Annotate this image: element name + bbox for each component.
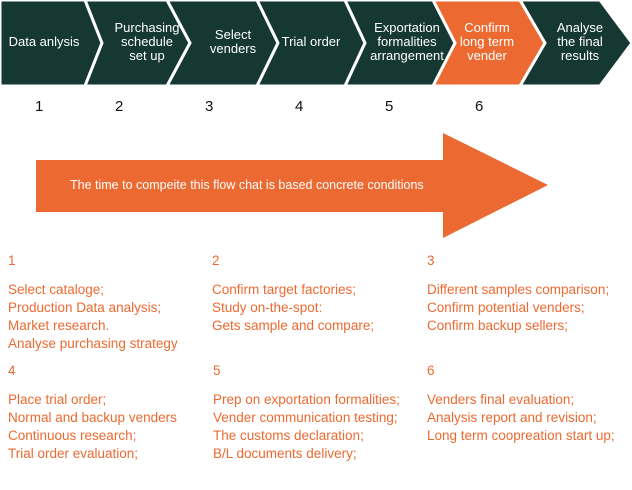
step-number: 5: [385, 98, 394, 115]
step-detail-line: Confirm backup sellers;: [427, 318, 569, 333]
step-detail-line: Gets sample and compare;: [212, 318, 375, 333]
step-detail-line: Different samples comparison;: [427, 282, 610, 297]
step-number: 4: [295, 98, 304, 115]
step-detail-line: B/L documents delivery;: [213, 446, 357, 461]
step-number: 6: [475, 98, 484, 115]
step-detail-line: Market research.: [8, 318, 110, 333]
process-chevron-band: [0, 0, 632, 86]
step-number: 1: [35, 98, 44, 115]
process-step-label: Trial order: [281, 34, 341, 49]
step-detail-line: Analyse purchasing strategy: [8, 336, 178, 351]
step-detail-line: Long term coopreation start up;: [427, 428, 615, 443]
process-step-chevron: [343, 0, 457, 86]
timeline-arrow-shape: [36, 133, 548, 238]
step-detail-number: 5: [213, 363, 221, 378]
step-detail-line: Confirm target factories;: [212, 282, 357, 297]
step-detail-line: Study on-the-spot:: [212, 300, 323, 315]
step-detail-number: 2: [212, 253, 220, 268]
step-detail-line: Vender communication testing;: [213, 410, 398, 425]
step-detail-line: Place trial order;: [8, 392, 107, 407]
step-detail-line: The customs declaration;: [213, 428, 364, 443]
step-detail-line: Normal and backup venders: [8, 410, 177, 425]
step-detail-number: 3: [427, 253, 435, 268]
process-step-label: Select venders: [209, 27, 257, 56]
step-number: 2: [115, 98, 124, 115]
step-detail-number: 6: [427, 363, 435, 378]
process-step-label: Purchasing schedule set up: [114, 20, 180, 63]
process-step-chevron: [165, 0, 280, 86]
step-detail-line: Analysis report and revision;: [427, 410, 597, 425]
step-detail-line: Venders final evaluation;: [427, 392, 575, 407]
step-detail-line: Confirm potential venders;: [427, 300, 585, 315]
process-step-label: Data anlysis: [8, 34, 80, 49]
process-step-label: Confirm long term vender: [459, 20, 515, 63]
process-step-label: Analyse the final results: [556, 20, 604, 63]
step-detail-number: 1: [8, 253, 16, 268]
process-step-chevron: [431, 0, 547, 86]
step-detail-number: 4: [8, 363, 16, 378]
step-detail-line: Trial order evaluation;: [8, 446, 139, 461]
process-step-chevron: [255, 0, 367, 86]
step-detail-line: Prep on exportation formalities;: [213, 392, 400, 407]
process-step-label: Exportation formalities arrangement: [370, 20, 444, 63]
step-detail-line: Production Data analysis;: [8, 300, 162, 315]
timeline-arrow: [36, 133, 548, 238]
process-step-chevron: [518, 0, 632, 86]
step-number: 3: [205, 98, 214, 115]
timeline-arrow-text: The time to compeite this flow chat is b…: [70, 178, 424, 192]
step-detail-line: Continuous research;: [8, 428, 137, 443]
process-step-chevron: [83, 0, 192, 86]
step-detail-line: Select cataloge;: [8, 282, 105, 297]
